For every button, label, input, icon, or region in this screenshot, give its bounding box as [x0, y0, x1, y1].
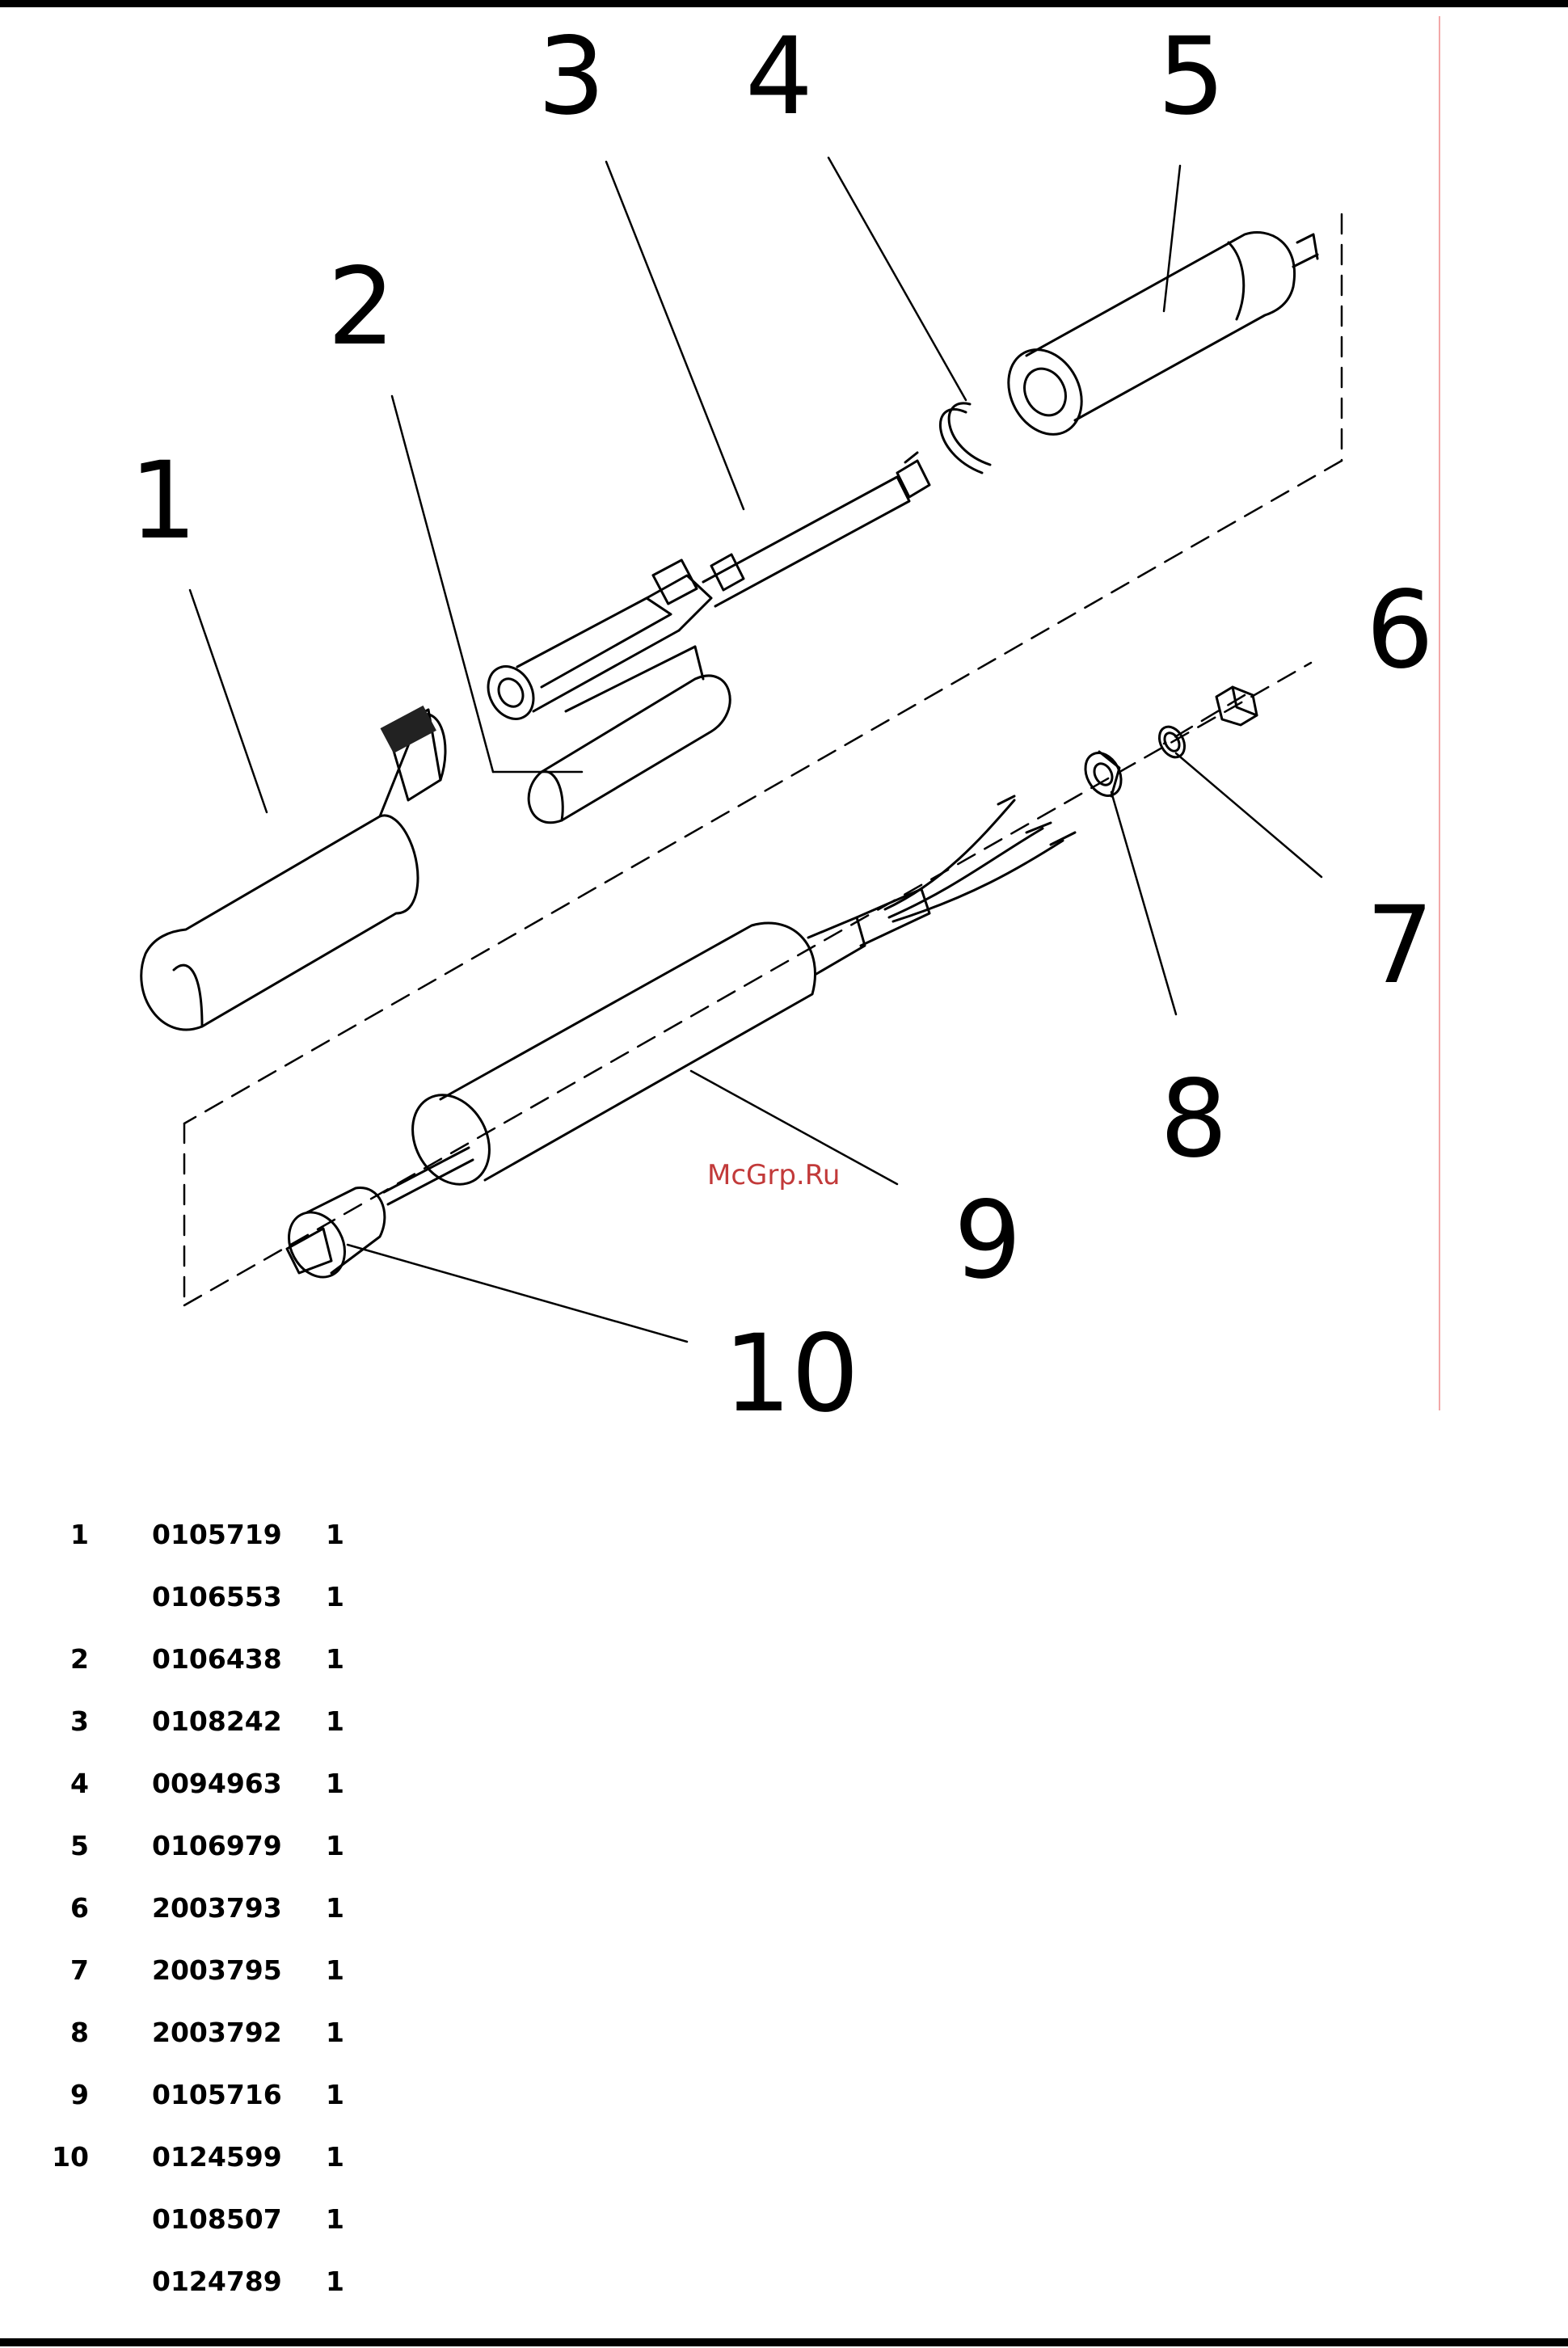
part-number: 2003792	[152, 2001, 326, 2063]
part-number: 0106979	[152, 1815, 326, 1877]
part-quantity: 1	[326, 1815, 358, 1877]
part-quantity: 1	[326, 1628, 358, 1690]
part-quantity: 1	[326, 2126, 358, 2188]
circlip-part	[940, 403, 990, 473]
shaft-assembly-part	[479, 453, 929, 727]
part-number: 2003795	[152, 1939, 326, 2001]
part-quantity: 1	[326, 1877, 358, 1939]
part-position-number: 1	[40, 1503, 152, 1566]
part-quantity: 1	[326, 1939, 358, 2001]
part-number: 0124789	[152, 2250, 326, 2312]
part-number: 0105716	[152, 2063, 326, 2126]
part-number: 2003793	[152, 1877, 326, 1939]
part-position-number: 4	[40, 1752, 152, 1815]
callout-3: 3	[537, 15, 605, 139]
part-position-number	[40, 2250, 152, 2312]
callout-4: 4	[745, 15, 813, 139]
part-position-number	[40, 2188, 152, 2250]
callout-6: 6	[1366, 568, 1434, 693]
callout-8: 8	[1160, 1057, 1228, 1182]
part-position-number: 9	[40, 2063, 152, 2126]
part-number: 0108242	[152, 1690, 326, 1752]
rotor-end-part	[278, 1148, 473, 1287]
callout-1: 1	[129, 439, 197, 563]
part-quantity: 1	[326, 2188, 358, 2250]
part-quantity: 1	[326, 2250, 358, 2312]
part-quantity: 1	[326, 1503, 358, 1566]
end-cap-part	[141, 706, 445, 1030]
callout-5: 5	[1157, 15, 1225, 139]
watermark: McGrp.Ru	[707, 1159, 840, 1191]
part-position-number: 5	[40, 1815, 152, 1877]
part-number: 0106438	[152, 1628, 326, 1690]
part-number: 0108507	[152, 2188, 326, 2250]
shield-sleeve-part	[529, 647, 730, 823]
bushing-part	[1078, 747, 1128, 802]
exploded-view-diagram: 1 2 3 4 5 6 7 8 9 10 McGrp.Ru	[0, 0, 1568, 1423]
part-position-number: 8	[40, 2001, 152, 2063]
bottom-rule	[0, 2338, 1568, 2346]
part-quantity: 1	[326, 2001, 358, 2063]
part-number: 0106553	[152, 1566, 326, 1628]
callout-10: 10	[723, 1312, 859, 1423]
part-quantity: 1	[326, 1690, 358, 1752]
part-quantity: 1	[326, 2063, 358, 2126]
part-position-number: 6	[40, 1877, 152, 1939]
connector-nut-part	[1216, 687, 1257, 725]
part-quantity: 1	[326, 1752, 358, 1815]
motor-housing-part	[994, 233, 1317, 448]
part-number: 0105719	[152, 1503, 326, 1566]
part-position-number: 10	[40, 2126, 152, 2188]
callout-7: 7	[1366, 883, 1434, 1008]
part-position-number	[40, 1566, 152, 1628]
callout-2: 2	[327, 245, 395, 369]
part-position-number: 7	[40, 1939, 152, 2001]
part-quantity: 1	[326, 1566, 358, 1628]
callout-9: 9	[954, 1178, 1022, 1303]
part-position-number: 2	[40, 1628, 152, 1690]
part-number: 0124599	[152, 2126, 326, 2188]
part-number: 0094963	[152, 1752, 326, 1815]
part-position-number: 3	[40, 1690, 152, 1752]
